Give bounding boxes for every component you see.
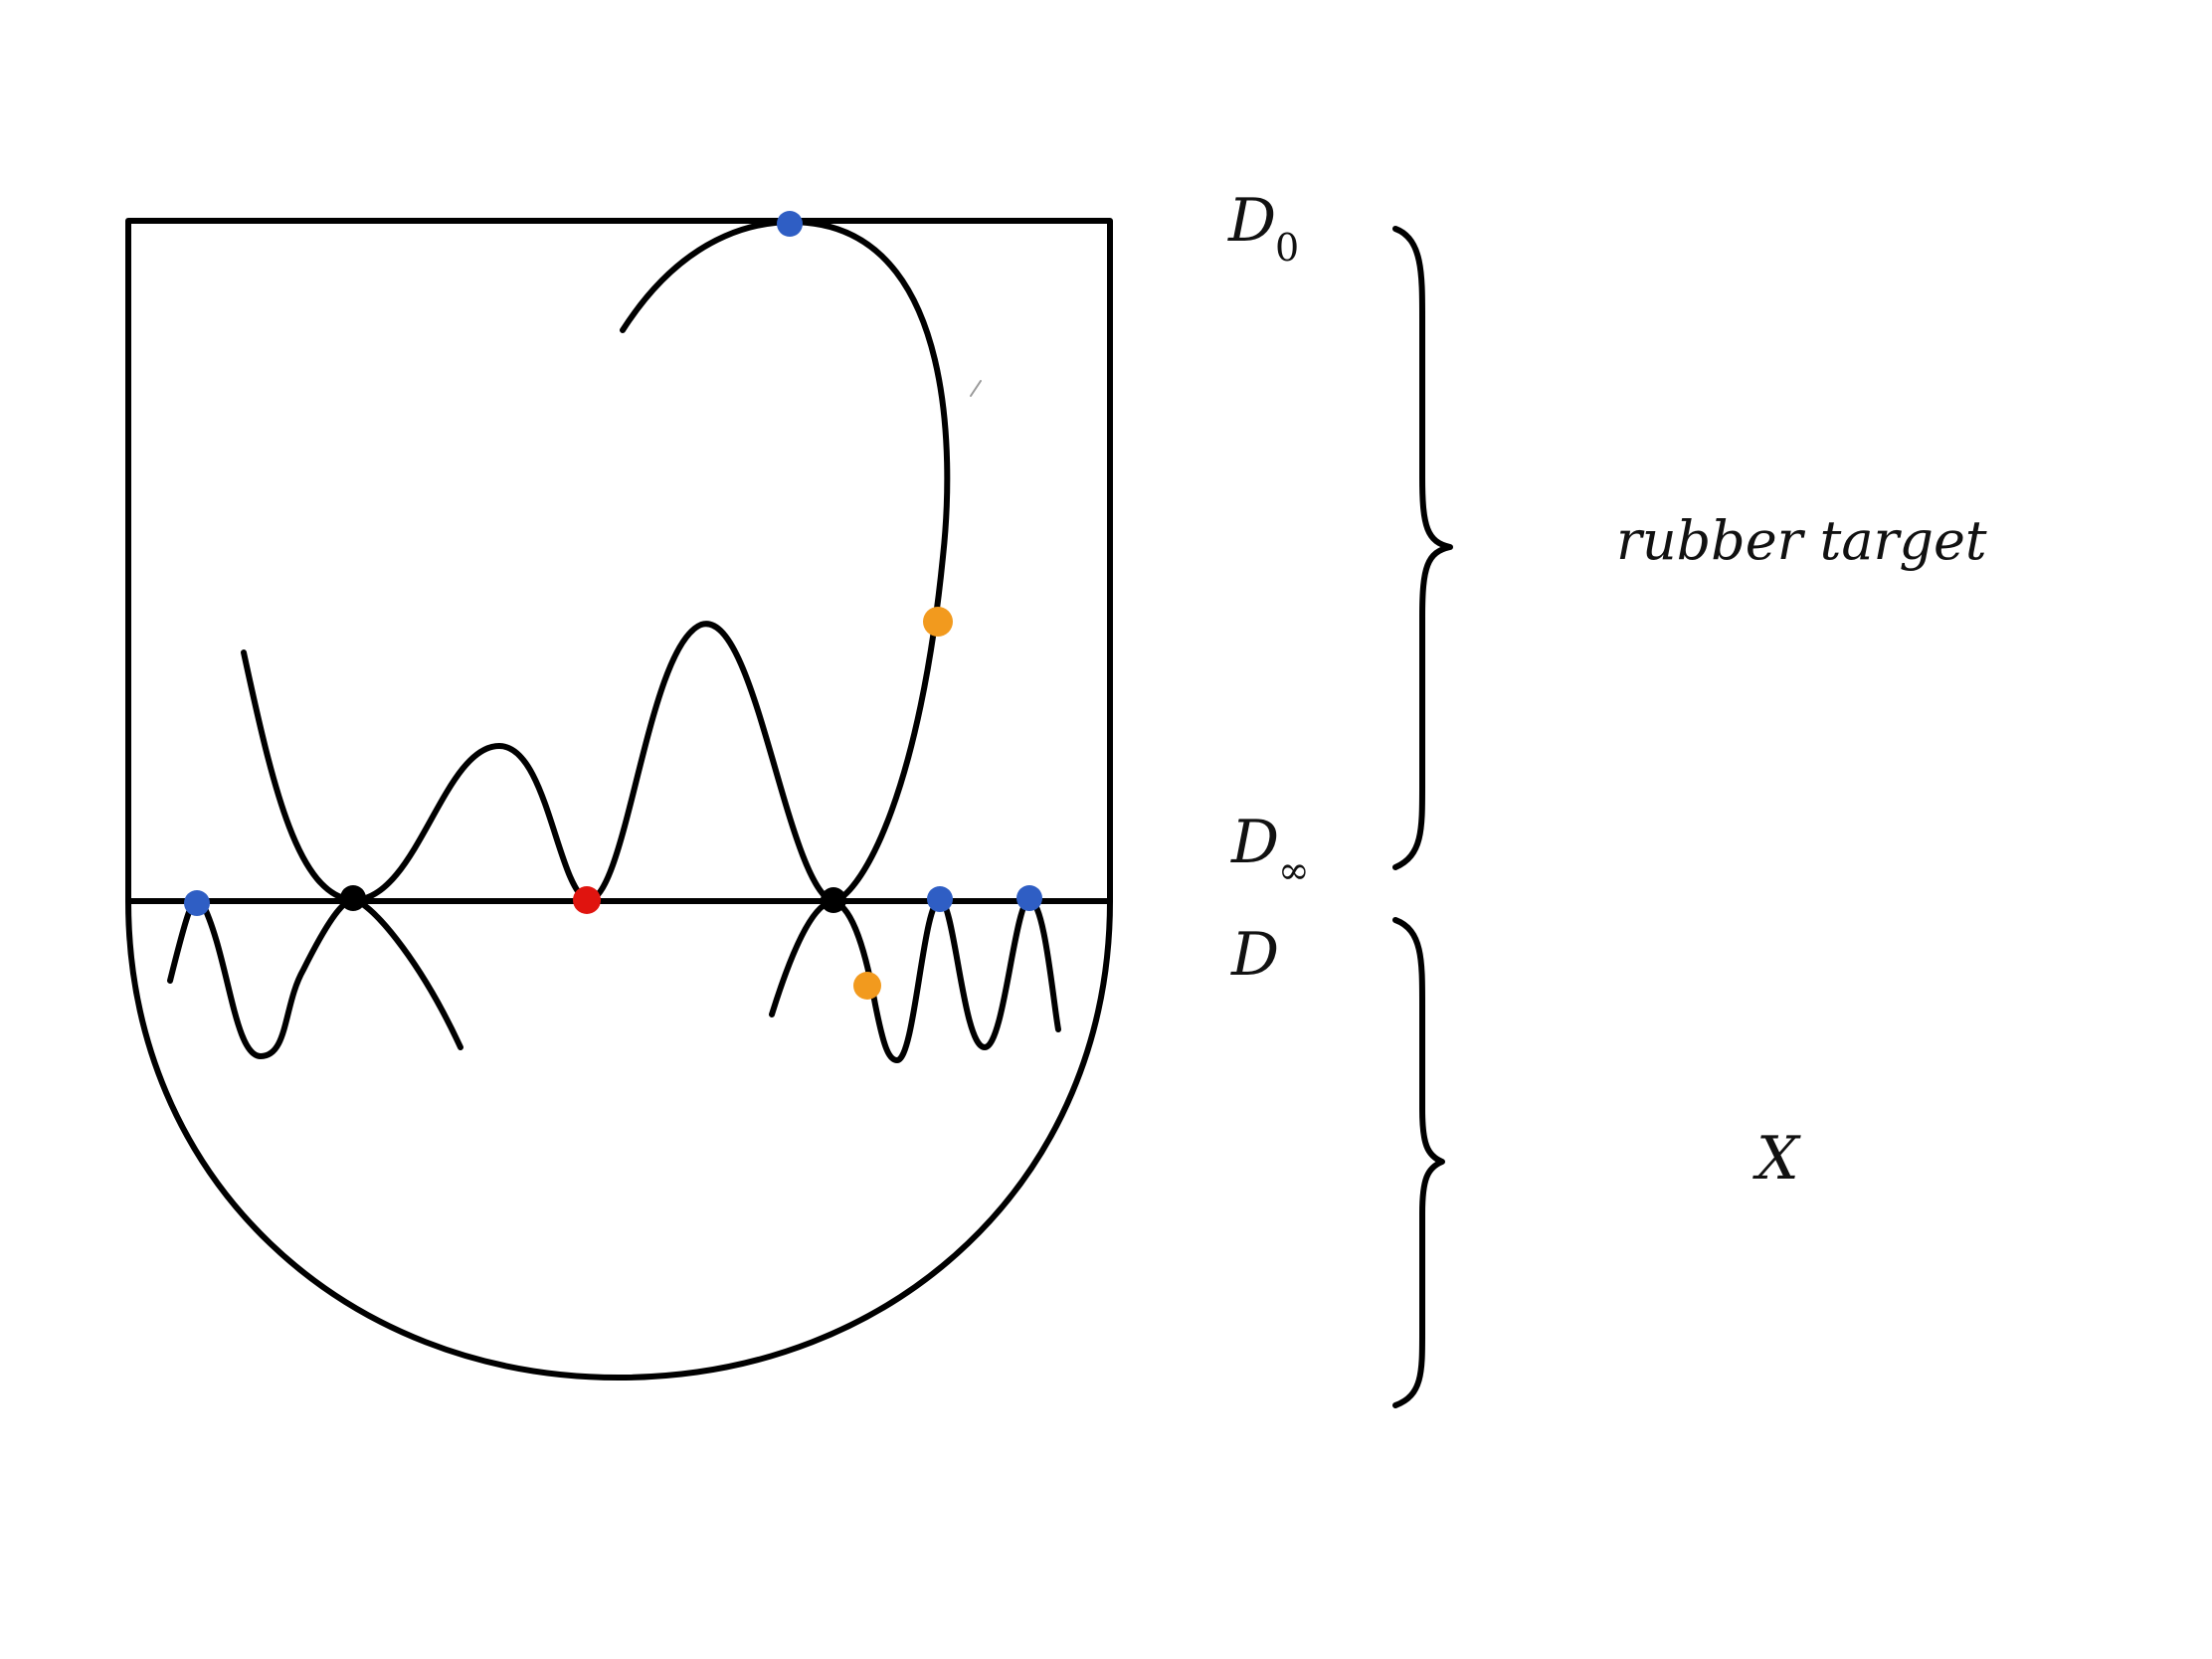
lower-right-curve — [769, 897, 1061, 1063]
label-dinf-subscript: ∞ — [1278, 848, 1310, 892]
label-x: X — [1752, 1124, 1801, 1194]
blue-point-right-1 — [927, 886, 953, 912]
label-d: D — [1230, 920, 1279, 990]
blue-point-right-2 — [1016, 885, 1042, 911]
stray-tick-mark — [970, 380, 982, 397]
black-node-right — [821, 887, 846, 913]
wave-curve — [241, 621, 836, 905]
blue-point-left — [184, 890, 210, 916]
label-d0: D — [1227, 186, 1276, 256]
label-d0-subscript: 0 — [1275, 226, 1299, 270]
label-rubber-target: rubber target — [1616, 509, 1987, 572]
orange-point-upper — [923, 607, 953, 637]
x-brace — [1392, 917, 1445, 1408]
blue-point-top — [777, 211, 803, 237]
upper-hook-curve — [620, 219, 951, 905]
lower-left-curve — [167, 895, 463, 1059]
rubber-target-brace — [1392, 226, 1453, 870]
rubber-target-box — [125, 218, 1113, 904]
label-dinf: D — [1230, 808, 1279, 877]
orange-point-lower — [853, 972, 881, 1000]
black-node-left — [340, 885, 366, 911]
red-point — [573, 886, 601, 914]
x-half-disc — [125, 898, 1113, 1381]
